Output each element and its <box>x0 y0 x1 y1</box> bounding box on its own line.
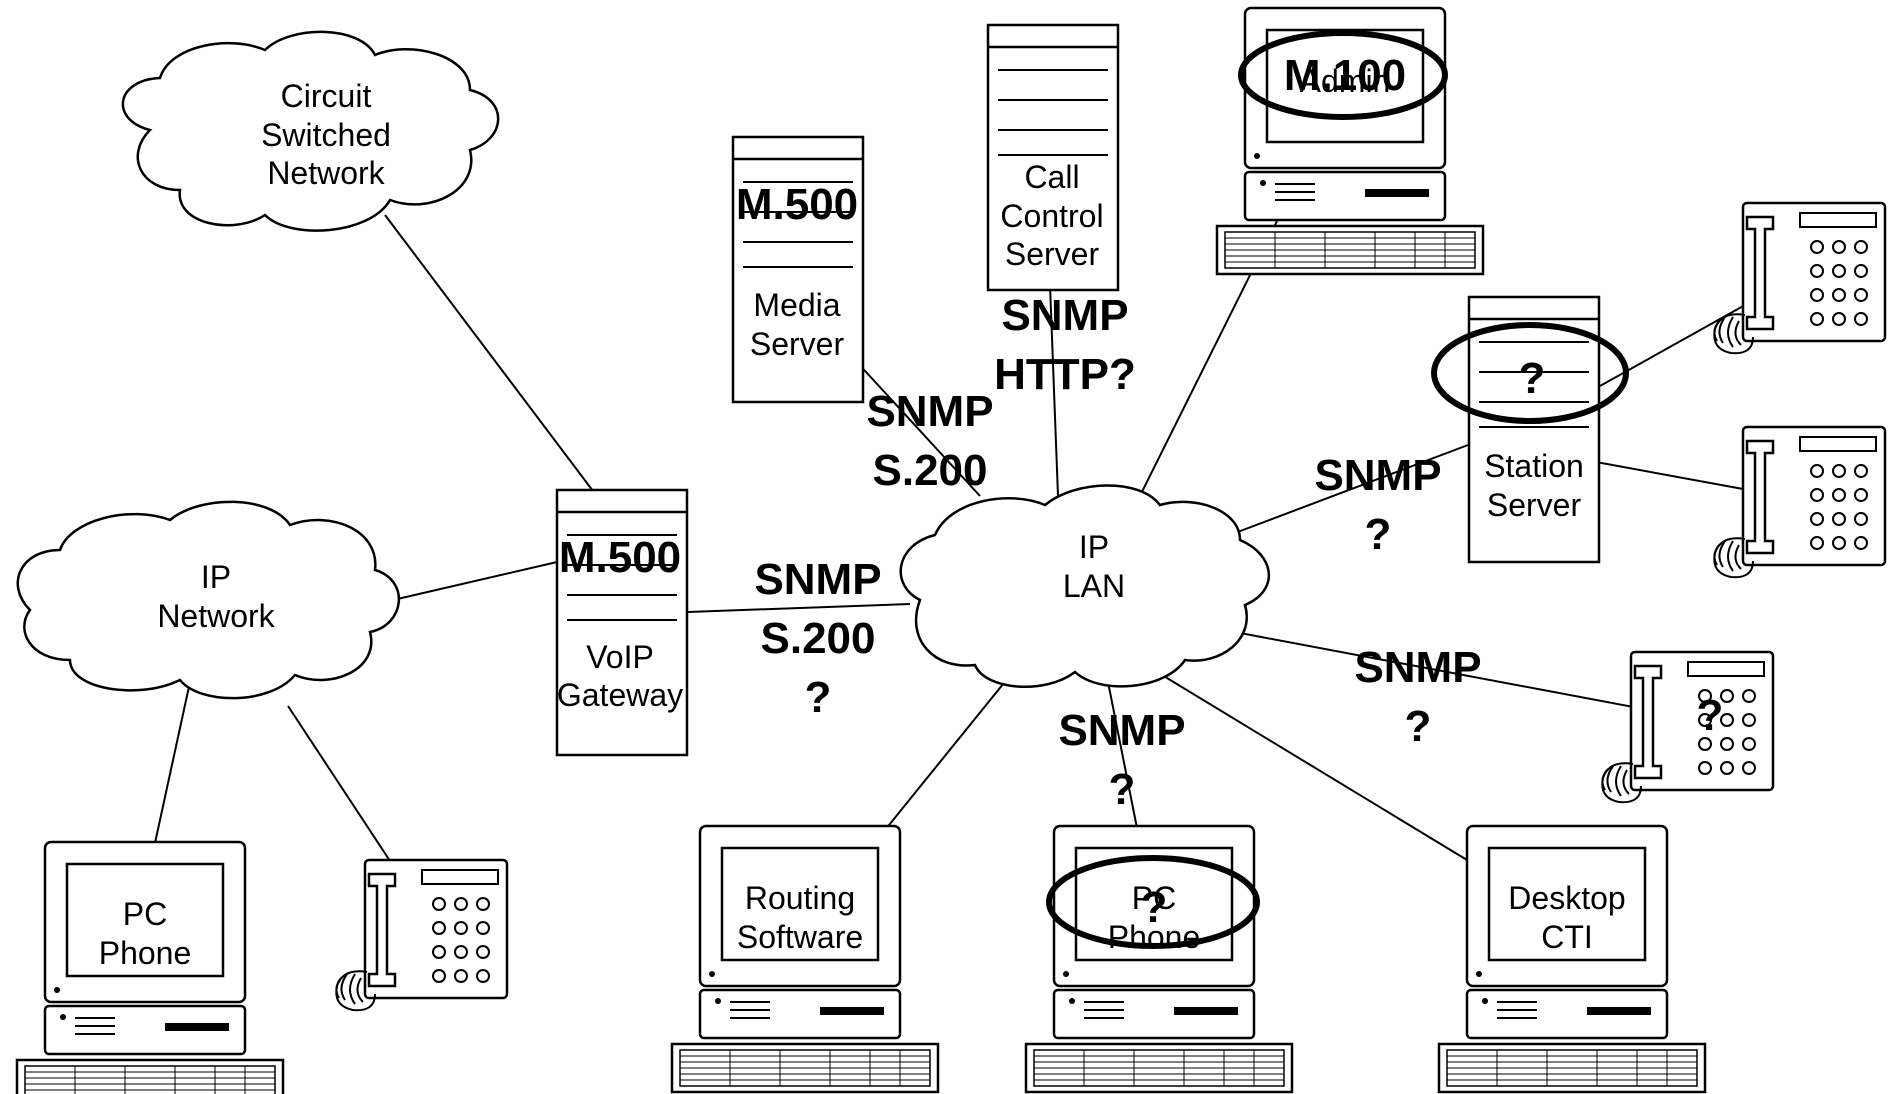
admin-highlight <box>1238 30 1448 120</box>
ip-lan-label-2: LAN <box>1063 568 1125 604</box>
call-control-label-1: Call <box>1024 159 1079 195</box>
phone-lan: ? <box>1601 650 1775 804</box>
protocol-voip-1: SNMP <box>754 555 881 604</box>
csn-label-3: Network <box>267 155 385 191</box>
call-control-label-3: Server <box>1005 236 1100 272</box>
call-control-label-2: Control <box>1000 198 1103 234</box>
station-server-label-2: Server <box>1487 487 1582 523</box>
connections <box>154 214 1755 881</box>
station-server: ? Station Server <box>1431 295 1629 564</box>
lan-pc-phone-label-2: Phone <box>1108 919 1201 955</box>
ip-lan-cloud: IP LAN <box>899 484 1271 688</box>
phone-remote <box>335 858 509 1012</box>
station-server-standard: ? <box>1519 354 1546 403</box>
station-server-label-1: Station <box>1484 448 1584 484</box>
protocol-pc-phone-2: ? <box>1109 765 1136 814</box>
phone-station-top <box>1713 201 1887 355</box>
ip-network-label-1: IP <box>201 559 231 595</box>
phone-station-bottom <box>1713 425 1887 579</box>
protocol-station-1: SNMP <box>1314 451 1441 500</box>
circuit-switched-network-cloud: Circuit Switched Network <box>121 30 500 232</box>
csn-label-2: Switched <box>261 117 391 153</box>
voip-gateway-label-1: VoIP <box>586 639 654 675</box>
protocol-callcontrol-2: HTTP? <box>994 350 1136 399</box>
protocol-pc-phone-1: SNMP <box>1058 706 1185 755</box>
remote-pc-phone-label-2: Phone <box>99 935 192 971</box>
ip-network-cloud: IP Network <box>16 500 401 700</box>
voip-gateway: M.500 VoIP Gateway <box>555 488 689 757</box>
remote-pc-phone-computer: PC Phone <box>15 840 285 1094</box>
remote-pc-phone-label-1: PC <box>123 896 167 932</box>
lan-pc-phone-highlight <box>1046 855 1260 949</box>
media-server-label-2: Server <box>750 326 845 362</box>
protocol-voip-3: ? <box>805 673 832 722</box>
protocol-labels: SNMP S.200 ? SNMP S.200 SNMP HTTP? SNMP … <box>754 291 1481 814</box>
ip-network-label-2: Network <box>157 598 275 634</box>
protocol-media-2: S.200 <box>873 446 988 495</box>
protocol-callcontrol-1: SNMP <box>1001 291 1128 340</box>
protocol-media-1: SNMP <box>866 387 993 436</box>
protocol-lan-phone-1: SNMP <box>1354 643 1481 692</box>
routing-software-computer: Routing Software <box>670 824 940 1094</box>
voip-gateway-label-2: Gateway <box>557 677 683 713</box>
csn-label-1: Circuit <box>281 78 372 114</box>
ip-lan-label-1: IP <box>1079 529 1109 565</box>
lan-pc-phone-computer: PC Phone ? <box>1024 824 1294 1094</box>
admin-computer: Admin M.100 <box>1215 6 1485 276</box>
desktop-cti-label-1: Desktop <box>1508 880 1625 916</box>
station-server-highlight <box>1431 322 1629 424</box>
routing-software-label-2: Software <box>737 919 863 955</box>
admin-standard: M.100 <box>1284 51 1406 100</box>
voip-gateway-standard: M.500 <box>559 533 681 582</box>
lan-pc-phone-standard: ? <box>1141 883 1168 932</box>
desktop-cti-label-2: CTI <box>1541 919 1593 955</box>
desktop-cti-computer: Desktop CTI <box>1437 824 1707 1094</box>
admin-label: Admin <box>1300 63 1391 99</box>
media-server: M.500 Media Server <box>731 135 865 404</box>
protocol-lan-phone-2: ? <box>1405 702 1432 751</box>
media-server-label-1: Media <box>753 287 840 323</box>
lan-phone-standard: ? <box>1697 691 1724 740</box>
media-server-standard: M.500 <box>736 180 858 229</box>
protocol-station-2: ? <box>1365 510 1392 559</box>
protocol-voip-2: S.200 <box>761 614 876 663</box>
lan-pc-phone-label-1: PC <box>1132 880 1176 916</box>
call-control-server: Call Control Server <box>986 23 1120 292</box>
routing-software-label-1: Routing <box>745 880 855 916</box>
